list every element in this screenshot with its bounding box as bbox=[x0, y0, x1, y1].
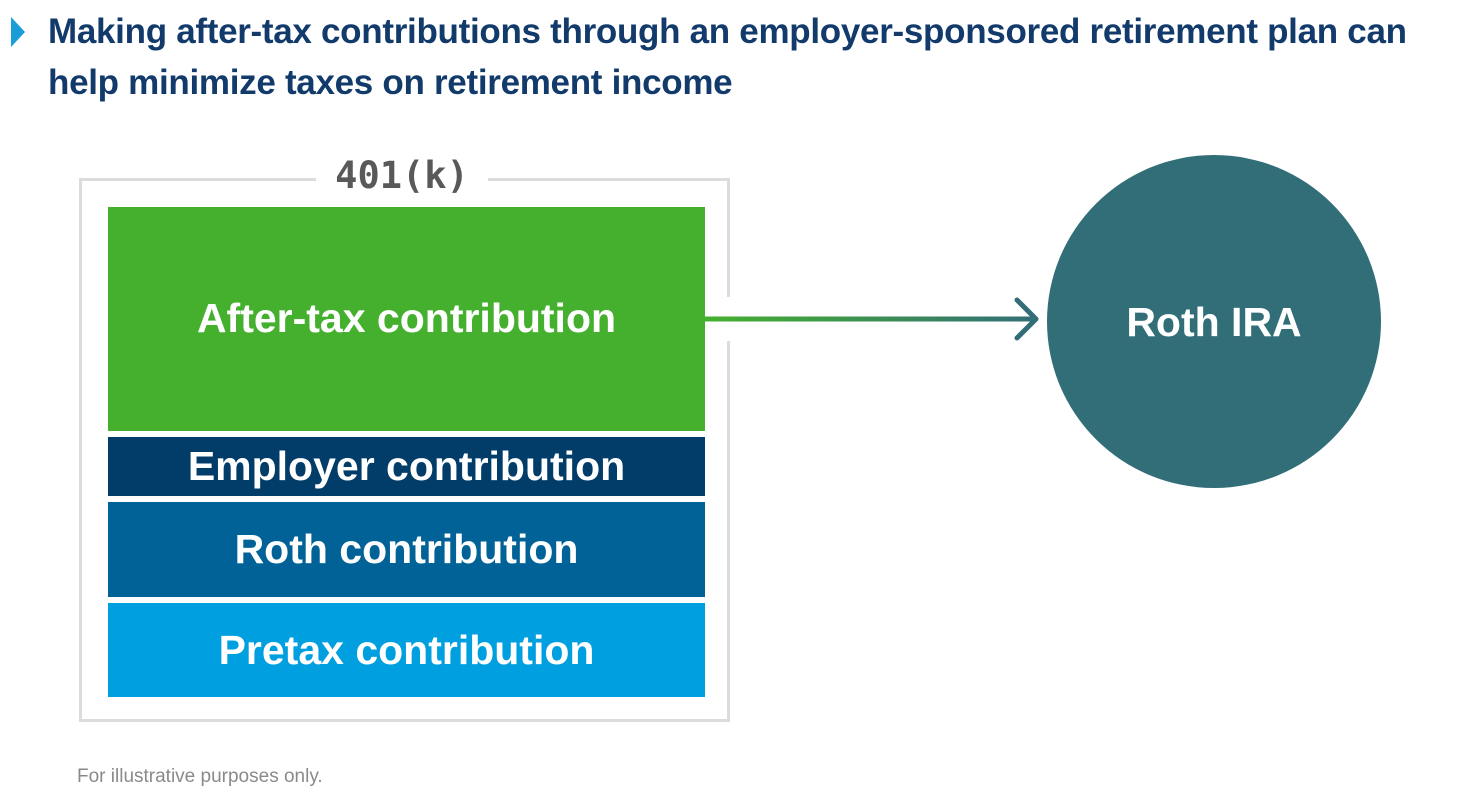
roth-ira-label: Roth IRA bbox=[1126, 299, 1302, 345]
roth-contribution-block: Roth contribution bbox=[108, 502, 705, 597]
headline: Making after-tax contributions through a… bbox=[0, 0, 1458, 120]
after-tax-contribution-block: After-tax contribution bbox=[108, 207, 705, 431]
roth-ira-circle: Roth IRA bbox=[1047, 155, 1381, 488]
plan-title: 401(k) bbox=[316, 150, 488, 202]
page-title: Making after-tax contributions through a… bbox=[48, 12, 1407, 102]
pretax-contribution-block: Pretax contribution bbox=[108, 603, 705, 697]
flow-arrow-head bbox=[1014, 297, 1039, 341]
employer-contribution-block: Employer contribution bbox=[108, 437, 705, 496]
triangle-right-icon bbox=[11, 17, 25, 47]
footnote: For illustrative purposes only. bbox=[77, 766, 323, 787]
frame-gap bbox=[726, 297, 736, 341]
